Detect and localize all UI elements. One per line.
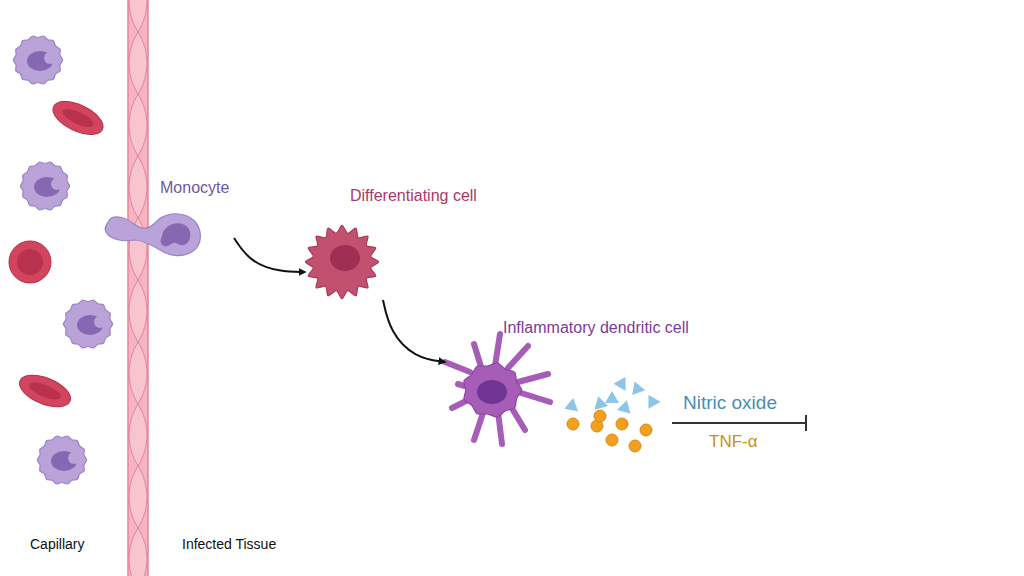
nitric-oxide-molecule: [591, 394, 608, 409]
tnf-molecule: [616, 418, 628, 430]
tnf-molecule: [567, 418, 579, 430]
cell-node: Differentiating cell: [305, 186, 481, 300]
endothelial-cell: [129, 528, 147, 576]
molecules: [564, 373, 660, 452]
endothelial-cell: [129, 32, 147, 94]
monocyte-body: [63, 300, 112, 348]
arrow-connector: [383, 300, 445, 362]
nucleus-notch: [94, 316, 106, 328]
tnf-molecule: [594, 410, 606, 422]
nucleus-notch: [44, 52, 56, 64]
monocyte-body: [105, 214, 200, 256]
nucleus: [477, 380, 507, 404]
dendritic-cell-body: [464, 363, 522, 417]
red-blood-cell: [9, 241, 51, 283]
endothelial-cell: [129, 0, 147, 32]
endothelial-cell: [129, 404, 147, 466]
nitric-oxide-molecule: [564, 397, 580, 411]
dendrite: [518, 374, 548, 382]
rbc-center: [27, 379, 63, 403]
immune-cells: [105, 214, 550, 444]
red-blood-cell: [15, 369, 75, 413]
capillary-wall: [128, 0, 148, 576]
cell-label: Monocyte: [160, 178, 229, 198]
differentiating-cell-body: [305, 225, 378, 298]
cell-label: Differentiating cell: [350, 186, 477, 206]
nucleus-notch: [51, 178, 63, 190]
nucleus-notch: [68, 452, 80, 464]
endothelial-cell: [129, 342, 147, 404]
text-label: Infected Tissue: [182, 536, 276, 552]
cell-label: Inflammatory dendritic cell: [503, 318, 689, 338]
endothelial-cell: [129, 466, 147, 528]
monocyte-body: [37, 436, 86, 484]
text-label: TNF-α: [709, 432, 758, 452]
blood-cells: [9, 36, 113, 484]
nucleus: [330, 245, 360, 271]
text-label: Capillary: [30, 536, 84, 552]
monocyte-body: [13, 36, 62, 84]
inhibition-bar: [805, 415, 807, 431]
dendrite: [518, 392, 550, 402]
wall-edge: [147, 0, 149, 576]
rbc-body: [48, 95, 108, 141]
endothelial-cells: [129, 0, 147, 576]
cell-node: Inflammatory dendritic cell: [445, 318, 693, 446]
cell-node: Monocyte: [100, 178, 234, 262]
nitric-oxide-molecule: [642, 391, 660, 408]
endothelial-cell: [129, 156, 147, 218]
nucleus: [161, 223, 191, 246]
red-blood-cell: [48, 95, 108, 141]
arrow-connector: [234, 238, 305, 272]
rbc-body: [15, 369, 75, 413]
dendrite: [445, 362, 470, 372]
dendrite: [495, 334, 500, 366]
nitric-oxide-molecule: [613, 373, 631, 390]
tnf-molecule: [629, 440, 641, 452]
endothelial-cell: [129, 94, 147, 156]
rbc-center: [17, 249, 43, 275]
inhibition-line: [672, 422, 806, 424]
endothelial-cell: [129, 280, 147, 342]
nitric-oxide-molecule: [628, 379, 645, 395]
monocyte-body: [20, 162, 69, 210]
rbc-center: [60, 105, 96, 130]
tnf-molecule: [606, 434, 618, 446]
rbc-body: [9, 241, 51, 283]
dendrite: [508, 346, 528, 368]
nitric-oxide-molecule: [617, 398, 634, 413]
wall-edge: [127, 0, 129, 576]
tnf-molecule: [640, 424, 652, 436]
text-label: Nitric oxide: [683, 392, 777, 414]
nitric-oxide-molecule: [605, 391, 619, 403]
